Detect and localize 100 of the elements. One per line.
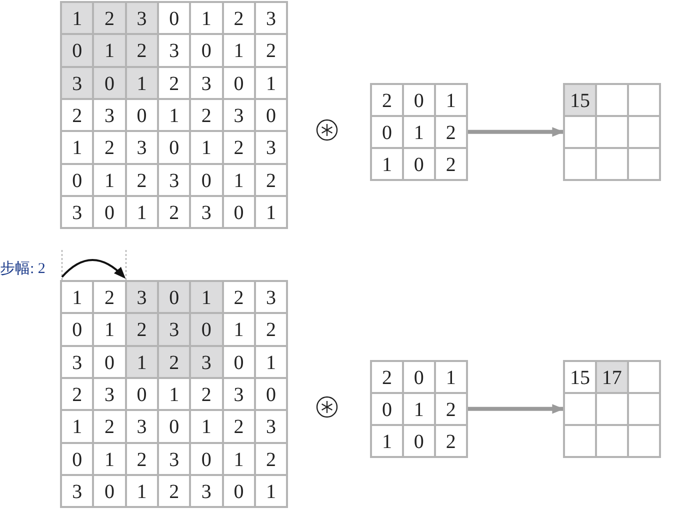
number-cell: 3 (191, 476, 222, 506)
number-cell: 3 (158, 314, 190, 345)
number-cell: 3 (191, 68, 222, 98)
number-cell: 2 (191, 100, 222, 130)
number-cell: 3 (256, 3, 286, 34)
number-cell: 3 (191, 196, 222, 228)
number-cell: 2 (158, 476, 190, 506)
number-cell: 1 (62, 132, 92, 163)
number-cell: 2 (436, 394, 466, 424)
number-cell: 2 (126, 314, 157, 345)
number-cell: 0 (158, 3, 190, 34)
number-cell: 17 (596, 362, 627, 392)
number-cell: 1 (404, 394, 434, 424)
number-cell: 0 (404, 426, 434, 456)
number-cell: 3 (191, 346, 222, 377)
number-cell: 1 (126, 196, 157, 228)
number-cell: 2 (94, 3, 125, 34)
number-cell: 3 (224, 100, 254, 130)
number-cell: 1 (404, 116, 434, 147)
number-cell: 0 (158, 282, 190, 312)
number-cell: 1 (256, 196, 286, 228)
number-cell: 1 (158, 100, 190, 130)
number-cell: 2 (224, 411, 254, 442)
number-cell: 1 (62, 3, 92, 34)
number-cell: 1 (191, 411, 222, 442)
number-grid (370, 83, 468, 181)
number-cell: 3 (62, 196, 92, 228)
number-cell: 2 (256, 35, 286, 66)
number-cell: 3 (256, 411, 286, 442)
number-cell: 1 (94, 444, 125, 474)
number-cell: 2 (94, 411, 125, 442)
number-grid (60, 280, 288, 508)
number-cell: 1 (191, 132, 222, 163)
number-grid (60, 1, 288, 230)
number-cell: 3 (126, 411, 157, 442)
number-cell: 0 (191, 35, 222, 66)
number-cell: 0 (224, 346, 254, 377)
number-cell: 2 (256, 164, 286, 195)
number-cell: 3 (158, 444, 190, 474)
number-cell: 1 (256, 346, 286, 377)
number-cell: 0 (404, 148, 434, 179)
number-cell: 2 (224, 282, 254, 312)
number-cell: 2 (436, 148, 466, 179)
number-cell: 15 (565, 85, 595, 115)
number-cell: 0 (224, 196, 254, 228)
number-cell: 0 (62, 314, 92, 345)
number-cell: 0 (94, 346, 125, 377)
number-cell: 3 (62, 476, 92, 506)
number-cell: 0 (94, 196, 125, 228)
number-cell: 1 (436, 85, 466, 115)
number-grid (370, 360, 468, 458)
number-cell: 0 (256, 378, 286, 410)
number-cell: 1 (94, 35, 125, 66)
number-cell: 3 (126, 282, 157, 312)
number-cell: 0 (191, 164, 222, 195)
number-cell: 2 (158, 196, 190, 228)
number-cell: 1 (372, 426, 402, 456)
number-cell: 2 (372, 362, 402, 392)
number-cell: 2 (94, 132, 125, 163)
number-cell: 0 (191, 314, 222, 345)
number-cell: 2 (126, 164, 157, 195)
number-cell: 3 (94, 378, 125, 410)
number-cell: 1 (126, 346, 157, 377)
number-cell: 0 (126, 378, 157, 410)
number-cell: 0 (224, 68, 254, 98)
number-cell: 0 (404, 362, 434, 392)
number-cell: 1 (191, 3, 222, 34)
number-cell: 2 (126, 444, 157, 474)
number-cell: 2 (62, 378, 92, 410)
number-cell: 2 (94, 282, 125, 312)
number-cell: 0 (62, 35, 92, 66)
number-cell: 1 (256, 476, 286, 506)
number-grid (563, 360, 661, 458)
number-cell: 1 (126, 68, 157, 98)
number-cell: 0 (372, 394, 402, 424)
number-cell: 1 (256, 68, 286, 98)
number-cell: 1 (224, 314, 254, 345)
number-cell: 1 (126, 476, 157, 506)
number-cell: 3 (62, 346, 92, 377)
number-cell: 2 (256, 314, 286, 345)
number-cell: 0 (94, 476, 125, 506)
number-cell: 1 (62, 282, 92, 312)
number-cell: 0 (404, 85, 434, 115)
number-cell: 0 (62, 444, 92, 474)
number-cell: 2 (372, 85, 402, 115)
number-cell: 1 (436, 362, 466, 392)
number-cell: 0 (191, 444, 222, 474)
number-cell: 0 (158, 132, 190, 163)
number-cell: 2 (126, 35, 157, 66)
number-cell: 2 (436, 426, 466, 456)
number-cell: 2 (62, 100, 92, 130)
number-cell: 3 (256, 132, 286, 163)
number-cell: 3 (126, 3, 157, 34)
number-cell: 1 (224, 35, 254, 66)
number-cell: 2 (436, 116, 466, 147)
number-cell: 1 (224, 444, 254, 474)
number-cell: 0 (126, 100, 157, 130)
number-cell: 2 (158, 68, 190, 98)
number-cell: 3 (94, 100, 125, 130)
number-cell: 2 (158, 346, 190, 377)
